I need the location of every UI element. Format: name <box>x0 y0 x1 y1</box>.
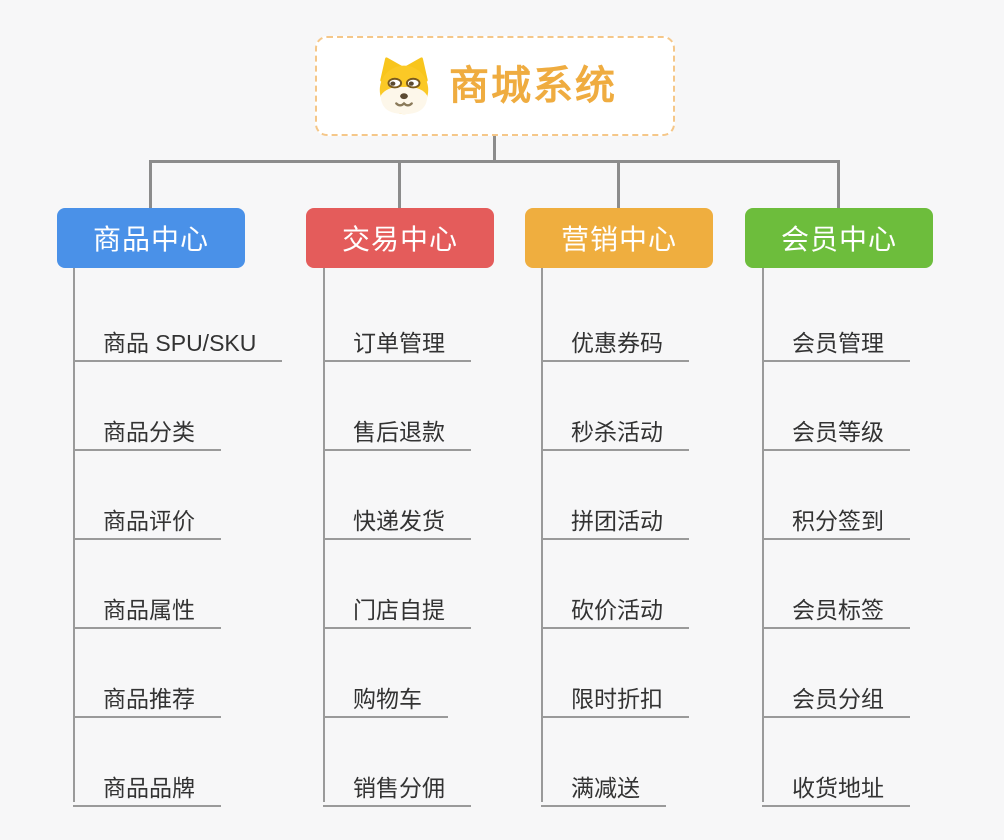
connector-stub-product-center <box>149 160 152 208</box>
branch-topic-label: 交易中心 <box>341 224 458 255</box>
sub-topic[interactable]: 会员分组 <box>762 664 910 718</box>
sub-topic[interactable]: 商品属性 <box>73 575 221 629</box>
sub-topic[interactable]: 快递发货 <box>323 486 471 540</box>
sub-topic[interactable]: 会员标签 <box>762 575 910 629</box>
sub-topic[interactable]: 门店自提 <box>323 575 471 629</box>
connector-stub-marketing-center <box>617 160 620 208</box>
sub-topic[interactable]: 商品 SPU/SKU <box>73 308 283 362</box>
branch-topic-marketing-center[interactable]: 营销中心 <box>525 208 713 268</box>
sub-topic[interactable]: 砍价活动 <box>541 575 689 629</box>
dog-face-icon <box>379 57 429 115</box>
sub-topic[interactable]: 会员管理 <box>762 308 910 362</box>
sub-topic[interactable]: 拼团活动 <box>541 486 689 540</box>
branch-topic-label: 营销中心 <box>560 224 677 255</box>
branch-topic-trade-center[interactable]: 交易中心 <box>306 208 494 268</box>
sub-topic[interactable]: 购物车 <box>323 664 448 718</box>
connector-stub-trade-center <box>398 160 401 208</box>
sub-topic[interactable]: 订单管理 <box>323 308 471 362</box>
branch-children-member-center: 会员管理 会员等级 积分签到 会员标签 会员分组 收货地址 <box>762 268 1004 807</box>
branch-children-product-center: 商品 SPU/SKU 商品分类 商品评价 商品属性 商品推荐 商品品牌 <box>73 268 333 807</box>
sub-topic[interactable]: 优惠券码 <box>541 308 689 362</box>
branch-topic-label: 会员中心 <box>780 224 897 255</box>
sub-topic[interactable]: 秒杀活动 <box>541 397 689 451</box>
sub-topic[interactable]: 售后退款 <box>323 397 471 451</box>
sub-topic[interactable]: 商品推荐 <box>73 664 221 718</box>
branch-children-marketing-center: 优惠券码 秒杀活动 拼团活动 砍价活动 限时折扣 满减送 <box>541 268 801 807</box>
sub-topic[interactable]: 商品分类 <box>73 397 221 451</box>
sub-topic[interactable]: 积分签到 <box>762 486 910 540</box>
connector-stub-member-center <box>837 160 840 208</box>
sub-topic[interactable]: 商品品牌 <box>73 753 221 807</box>
sub-topic[interactable]: 收货地址 <box>762 753 910 807</box>
branch-topic-label: 商品中心 <box>92 224 209 255</box>
sub-topic[interactable]: 商品评价 <box>73 486 221 540</box>
connector-root-stem <box>493 136 496 162</box>
branch-topic-member-center[interactable]: 会员中心 <box>745 208 933 268</box>
branch-children-trade-center: 订单管理 售后退款 快递发货 门店自提 购物车 销售分佣 <box>323 268 583 807</box>
root-topic-label: 商城系统 <box>449 64 617 108</box>
sub-topic[interactable]: 满减送 <box>541 753 666 807</box>
connector-branch-rail <box>149 160 839 163</box>
branch-topic-product-center[interactable]: 商品中心 <box>57 208 245 268</box>
sub-topic[interactable]: 限时折扣 <box>541 664 689 718</box>
root-topic[interactable]: 商城系统 <box>315 36 675 136</box>
sub-topic[interactable]: 销售分佣 <box>323 753 471 807</box>
sub-topic[interactable]: 会员等级 <box>762 397 910 451</box>
